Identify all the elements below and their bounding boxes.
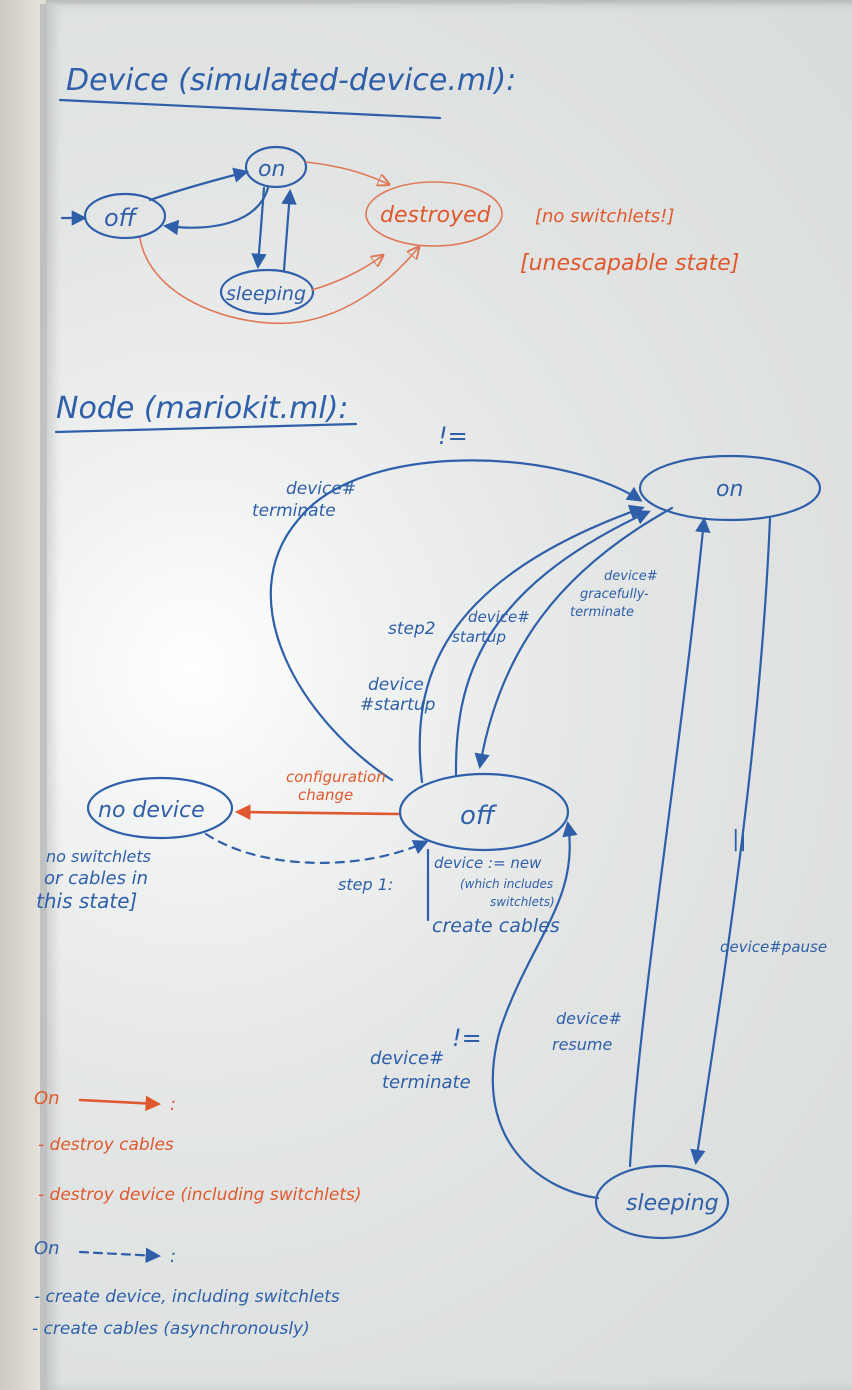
legend-dashed-item-2: - create cables (asynchronously) (32, 1319, 310, 1339)
label-device-terminate-bottom-1: device# (370, 1048, 444, 1069)
no-device-note-line-3: this state] (36, 889, 137, 913)
device-arrow-on-to-destroyed (305, 161, 388, 184)
node-arrow-off-to-on-startup (454, 510, 651, 778)
node-section-title: Node (mariokit.ml): (56, 391, 349, 426)
node-arrow-on-to-sleeping (690, 516, 772, 1166)
device-state-on-label: on (258, 157, 285, 182)
legend-dashed-heading: On (34, 1238, 60, 1259)
legend-dashed-arrow (78, 1247, 162, 1264)
label-top-marker: != (438, 422, 468, 450)
label-bottom-marker: != (452, 1024, 482, 1052)
label-step1: step 1: (338, 875, 393, 894)
legend-dashed-item-1: - create device, including switchlets (34, 1287, 340, 1307)
node-arrow-off-to-on-outer (269, 459, 643, 782)
label-pause-marker: || (732, 827, 747, 852)
device-arrow-on-to-off (162, 186, 270, 236)
legend-solid-item-2: - destroy device (including switchlets) (38, 1185, 361, 1205)
label-step1-action-1: device := new (434, 854, 542, 872)
label-device-resume-2: resume (552, 1035, 612, 1054)
no-device-note-line-2: or cables in (44, 868, 148, 889)
node-arrow-no-device-to-off-dashed (204, 832, 429, 864)
label-device-startup-outer-1: device (368, 675, 424, 695)
label-device-terminate-bottom-2: terminate (382, 1072, 471, 1093)
legend-solid-item-1: - destroy cables (38, 1135, 174, 1155)
device-arrow-sleeping-to-on (281, 188, 297, 272)
label-device-terminate-top-1: device# (286, 479, 356, 499)
device-section-title: Device (simulated-device.ml): (66, 63, 516, 98)
device-arrow-off-to-on (148, 167, 249, 202)
device-state-sleeping-label: sleeping (226, 283, 306, 305)
legend-solid-colon: : (170, 1094, 176, 1115)
node-state-on-label: on (716, 477, 743, 502)
device-state-destroyed-label: destroyed (380, 203, 492, 228)
label-device-startup-outer-2: #startup (360, 695, 436, 715)
device-note-no-switchlets: [no switchlets!] (535, 206, 674, 227)
label-step1-action-3: switchlets) (490, 895, 555, 909)
device-state-off: off (83, 192, 167, 240)
node-arrow-off-to-on-step2 (418, 504, 645, 784)
no-device-note-line-1: no switchlets (46, 847, 151, 866)
node-title-underline (54, 422, 358, 434)
device-arrow-off-to-destroyed (139, 237, 418, 324)
label-gracefully-terminate-1: device# (604, 569, 658, 584)
node-state-sleeping: sleeping (594, 1164, 730, 1240)
legend-dashed-colon: : (170, 1246, 176, 1267)
label-step1-action-2: (which includes (460, 877, 553, 891)
device-state-off-label: off (104, 204, 139, 232)
node-arrow-on-to-off-terminate (474, 506, 674, 770)
device-state-destroyed: destroyed (365, 181, 503, 247)
device-state-on: on (244, 145, 308, 189)
device-arrow-sleeping-to-destroyed (311, 256, 382, 291)
label-device-resume-1: device# (556, 1009, 622, 1028)
legend-solid-heading: On (34, 1088, 60, 1109)
node-arrow-sleeping-to-off (491, 820, 600, 1200)
node-state-off-label: off (460, 801, 498, 831)
label-step1-action-4: create cables (432, 915, 560, 937)
label-gracefully-terminate-2: gracefully- (580, 587, 649, 602)
node-state-sleeping-label: sleeping (626, 1191, 719, 1216)
node-state-no-device-label: no device (98, 798, 205, 823)
device-note-unescapable: [unescapable state] (520, 251, 739, 276)
label-device-pause: device#pause (720, 938, 827, 956)
legend-solid-arrow (78, 1095, 162, 1112)
label-device-terminate-top-2: terminate (252, 501, 336, 521)
label-device-startup-inner-1: device# (468, 608, 530, 626)
node-arrow-off-to-no-device (234, 804, 400, 820)
device-arrow-on-to-sleeping (251, 186, 267, 270)
device-title-underline (58, 98, 442, 120)
node-state-no-device: no device (86, 776, 234, 840)
label-step2: step2 (388, 619, 436, 639)
label-configuration-change-1: configuration (286, 768, 386, 786)
label-configuration-change-2: change (298, 786, 353, 804)
label-gracefully-terminate-3: terminate (570, 605, 634, 620)
label-device-startup-inner-2: startup (452, 628, 506, 646)
node-arrow-sleeping-to-on (628, 516, 711, 1168)
device-state-sleeping: sleeping (219, 268, 315, 316)
node-state-off: off (398, 772, 570, 852)
